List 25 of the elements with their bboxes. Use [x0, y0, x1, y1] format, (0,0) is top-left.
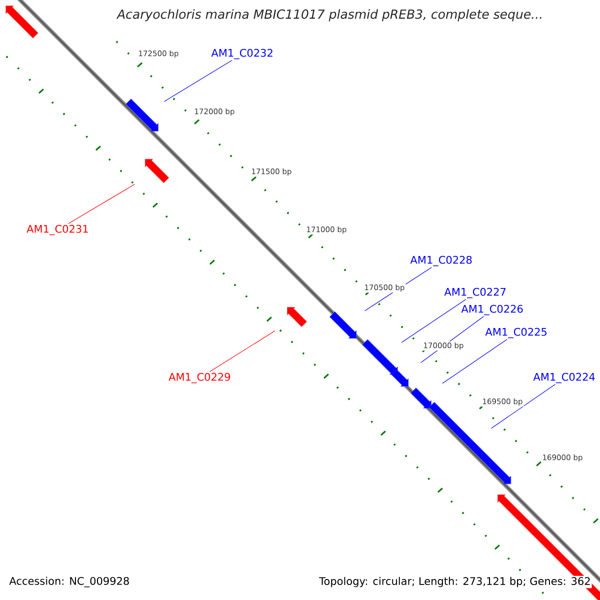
gene-label: AM1_C0224 [533, 372, 595, 384]
gene-feature [6, 6, 38, 38]
gene-feature [287, 307, 307, 327]
gene-feature [144, 158, 170, 184]
leader-line [164, 60, 232, 102]
gene-label: AM1_C0229 [168, 372, 230, 384]
gene-label: AM1_C0225 [485, 328, 546, 338]
gene-label: AM1_C0232 [211, 48, 272, 60]
gene-feature [126, 98, 158, 132]
gene-label: AM1_C0226 [461, 304, 523, 316]
leader-line [491, 384, 556, 429]
gene-feature [362, 339, 398, 375]
info-text: Topology: circular; Length: 273,121 bp; Genes: 362 [318, 576, 592, 588]
gene-label: AM1_C0231 [26, 224, 88, 236]
title: Acaryochloris marina MBIC11017 plasmid pREB3, complete seque... [116, 9, 542, 22]
leader-line [401, 299, 466, 343]
gene-label: AM1_C0227 [444, 288, 506, 298]
info-text: Accession: NC_009928 [8, 576, 131, 588]
gene-feature [410, 388, 432, 408]
leader-line [442, 339, 508, 384]
gene-label: AM1_C0228 [410, 256, 472, 266]
gene-feature [330, 311, 357, 339]
leader-line [209, 330, 276, 372]
gene-feature [391, 369, 409, 387]
leader-line [68, 184, 135, 224]
